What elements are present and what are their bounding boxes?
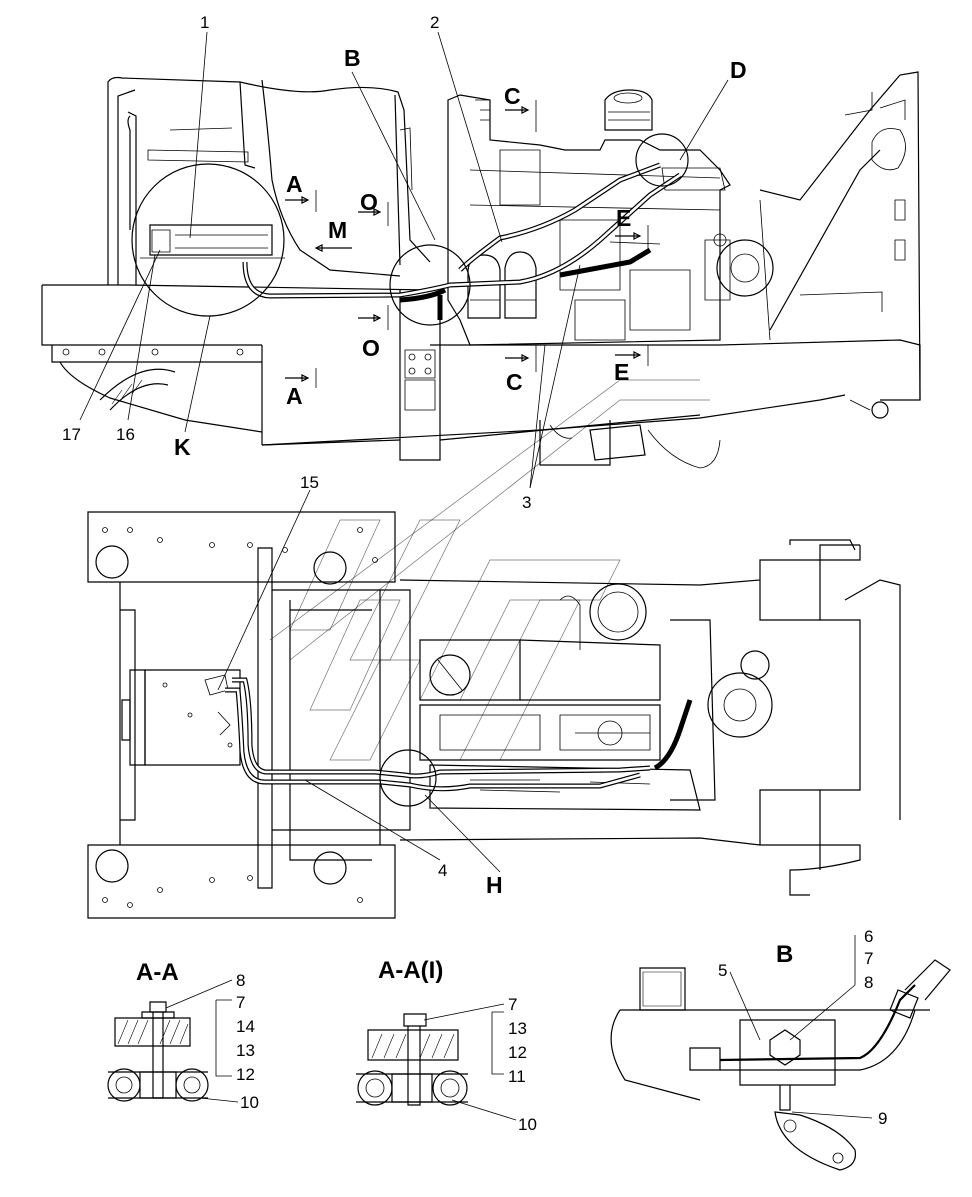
top-view bbox=[87, 379, 901, 919]
heater-unit bbox=[140, 224, 285, 259]
detail-circle-h bbox=[379, 749, 437, 807]
detail-b-drawing bbox=[610, 935, 951, 1171]
detail-aa1-drawing bbox=[356, 1003, 517, 1121]
chassis-frame bbox=[41, 284, 921, 461]
section-e-bottom: E bbox=[614, 359, 629, 385]
callout-16: 16 bbox=[116, 425, 135, 444]
detail-aa-title: A-A bbox=[136, 959, 179, 986]
detail-b-label-6: 6 bbox=[864, 927, 873, 946]
callout-d: D bbox=[730, 57, 747, 83]
section-c-top: C bbox=[504, 83, 521, 109]
callout-h: H bbox=[486, 872, 503, 898]
detail-b-label-8: 8 bbox=[864, 973, 873, 992]
detail-aa-drawing bbox=[107, 979, 239, 1103]
callout-1: 1 bbox=[200, 13, 209, 32]
detail-b-label-9: 9 bbox=[878, 1109, 887, 1128]
detail-circle-k bbox=[131, 163, 285, 317]
callout-17: 17 bbox=[62, 425, 81, 444]
heater-unit-top bbox=[121, 669, 241, 766]
engine bbox=[447, 89, 774, 346]
detail-circle-b bbox=[389, 244, 471, 326]
detail-aa-label-12: 12 bbox=[236, 1065, 255, 1084]
detail-aa1-title: A-A(I) bbox=[378, 957, 443, 984]
section-e-top: E bbox=[616, 205, 631, 231]
hose-run-top bbox=[225, 595, 693, 792]
detail-aa-label-10: 10 bbox=[240, 1093, 259, 1112]
detail-b-label-7: 7 bbox=[864, 949, 873, 968]
callout-m: M bbox=[328, 217, 347, 243]
detail-aa1-label-10: 10 bbox=[518, 1115, 537, 1134]
section-c-bottom: C bbox=[506, 369, 523, 395]
frame-plates bbox=[87, 511, 901, 919]
section-a-top: A bbox=[286, 171, 303, 197]
detail-aa-label-14: 14 bbox=[236, 1017, 255, 1036]
section-o-top: O bbox=[360, 189, 378, 215]
detail-aa1-label-12: 12 bbox=[508, 1043, 527, 1062]
detail-b-title: B bbox=[776, 941, 793, 968]
detail-aa1-label-11: 11 bbox=[508, 1067, 526, 1086]
leaders-side bbox=[79, 31, 729, 489]
section-arrows-side bbox=[285, 100, 649, 388]
callout-b: B bbox=[344, 45, 361, 71]
cab-outline bbox=[107, 76, 431, 285]
callout-4: 4 bbox=[438, 861, 447, 880]
detail-circle-d bbox=[635, 133, 689, 187]
counterweight bbox=[759, 71, 921, 419]
detail-aa-label-8: 8 bbox=[236, 971, 245, 990]
side-view bbox=[41, 31, 921, 489]
detail-aa1-label-13: 13 bbox=[508, 1019, 527, 1038]
callout-3: 3 bbox=[522, 493, 531, 512]
callout-15: 15 bbox=[300, 473, 319, 492]
watermark bbox=[269, 379, 710, 761]
hose-run-side bbox=[242, 162, 682, 320]
leaders-top bbox=[217, 489, 501, 873]
detail-aa-label-7: 7 bbox=[236, 993, 245, 1012]
section-a-bottom: A bbox=[286, 383, 303, 409]
callout-2: 2 bbox=[430, 13, 439, 32]
detail-aa-label-13: 13 bbox=[236, 1041, 255, 1060]
callout-k: K bbox=[174, 434, 191, 460]
engine-top bbox=[419, 583, 773, 811]
section-o-bottom: O bbox=[362, 335, 380, 361]
detail-aa1-label-7: 7 bbox=[508, 995, 517, 1014]
detail-b-label-5: 5 bbox=[718, 961, 727, 980]
